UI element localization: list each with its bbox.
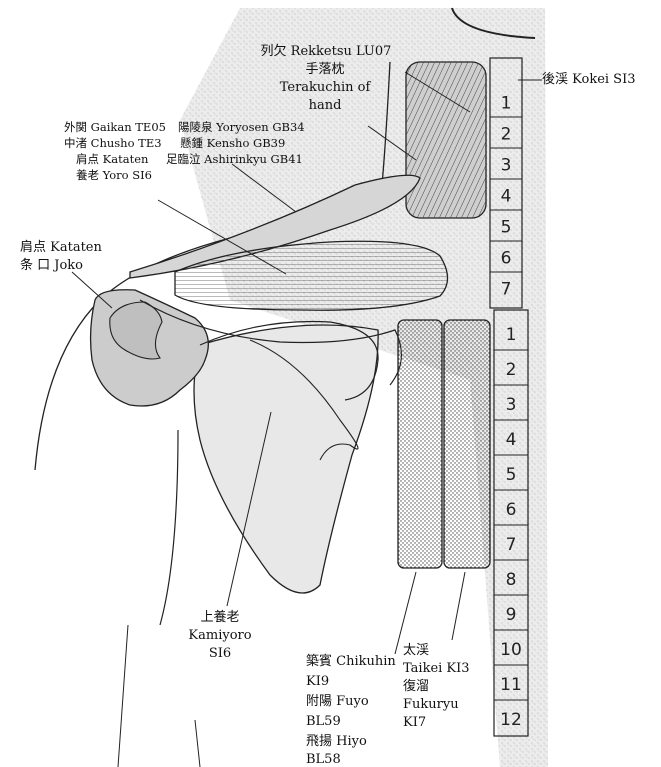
cervical-vertebra-number: 6 bbox=[501, 248, 512, 268]
thoracic-vertebra-number: 10 bbox=[500, 640, 522, 660]
zone-rekketsu-hatch bbox=[406, 62, 486, 218]
leader-kataten bbox=[72, 272, 112, 308]
thoracic-vertebra-number: 9 bbox=[506, 605, 517, 625]
cervical-vertebra-number: 3 bbox=[501, 155, 512, 175]
thoracic-vertebra-number: 4 bbox=[506, 430, 517, 450]
thoracic-vertebra-number: 6 bbox=[506, 500, 517, 520]
label-terakuchin-en1: Terakuchin of bbox=[245, 80, 405, 96]
label-terakuchin-en2: hand bbox=[245, 98, 405, 114]
label-hiyo: 飛揚 Hiyo bbox=[306, 734, 367, 750]
zone-chikuhin-column bbox=[398, 320, 442, 568]
label-taikei-jp: 太渓 bbox=[403, 643, 429, 659]
arm-outline bbox=[160, 430, 178, 625]
label-yoryosen: 陽陵泉 Yoryosen GB34 bbox=[178, 120, 305, 135]
label-kokei: 後渓 Kokei SI3 bbox=[542, 72, 636, 88]
thoracic-vertebra-number: 7 bbox=[506, 535, 517, 555]
cervical-vertebra-number: 5 bbox=[501, 217, 512, 237]
thoracic-vertebra-number: 11 bbox=[500, 675, 522, 695]
label-bl58: BL58 bbox=[306, 752, 341, 767]
label-yoro: 養老 Yoro SI6 bbox=[76, 168, 152, 183]
label-ki9: KI9 bbox=[306, 674, 329, 690]
label-rekketsu: 列欠 Rekketsu LU07 bbox=[245, 44, 407, 60]
cervical-vertebra-number: 1 bbox=[501, 93, 512, 113]
label-fukuryu-jp: 復溜 bbox=[403, 679, 429, 695]
label-chusho: 中渚 Chusho TE3 bbox=[64, 136, 162, 151]
thoracic-vertebra-number: 8 bbox=[506, 570, 517, 590]
label-joko: 条 口 Joko bbox=[20, 258, 83, 274]
scapula-kamiyoro bbox=[194, 325, 378, 593]
thoracic-vertebra-number: 5 bbox=[506, 465, 517, 485]
thoracic-vertebra-number: 1 bbox=[506, 325, 517, 345]
label-taikei-en: Taikei KI3 bbox=[403, 661, 470, 677]
thoracic-vertebra-number: 12 bbox=[500, 710, 522, 730]
cervical-vertebra-number: 4 bbox=[501, 186, 512, 206]
torso-edge bbox=[195, 720, 200, 767]
label-chikuhin: 築賓 Chikuhin bbox=[306, 654, 396, 670]
cervical-vertebra-number: 7 bbox=[501, 279, 512, 299]
thoracic-vertebra-number: 3 bbox=[506, 395, 517, 415]
label-gaikan: 外関 Gaikan TE05 bbox=[64, 120, 166, 135]
zone-taikei-column bbox=[444, 320, 490, 568]
label-terakuchin-jp: 手落枕 bbox=[245, 62, 405, 78]
leader-taikei bbox=[452, 572, 465, 640]
label-kensho: 懸鍾 Kensho GB39 bbox=[180, 136, 285, 151]
label-kamiyoro-code: SI6 bbox=[185, 646, 255, 662]
label-kataten-big: 肩点 Kataten bbox=[20, 240, 102, 256]
label-ashirinkyu: 足臨泣 Ashirinkyu GB41 bbox=[166, 152, 303, 167]
label-fuyo: 附陽 Fuyo bbox=[306, 694, 369, 710]
thoracic-vertebra-number: 2 bbox=[506, 360, 517, 380]
label-fukuryu-en: Fukuryu bbox=[403, 697, 459, 713]
cervical-vertebra-number: 2 bbox=[501, 124, 512, 144]
label-ki7: KI7 bbox=[403, 715, 426, 731]
leader-chikuhin bbox=[395, 572, 416, 654]
label-bl59: BL59 bbox=[306, 714, 341, 730]
arm-edge bbox=[118, 625, 128, 767]
label-kamiyoro-en: Kamiyoro bbox=[185, 628, 255, 644]
label-kamiyoro-jp: 上養老 bbox=[185, 610, 255, 626]
label-kataten-small: 肩点 Kataten bbox=[76, 152, 148, 167]
